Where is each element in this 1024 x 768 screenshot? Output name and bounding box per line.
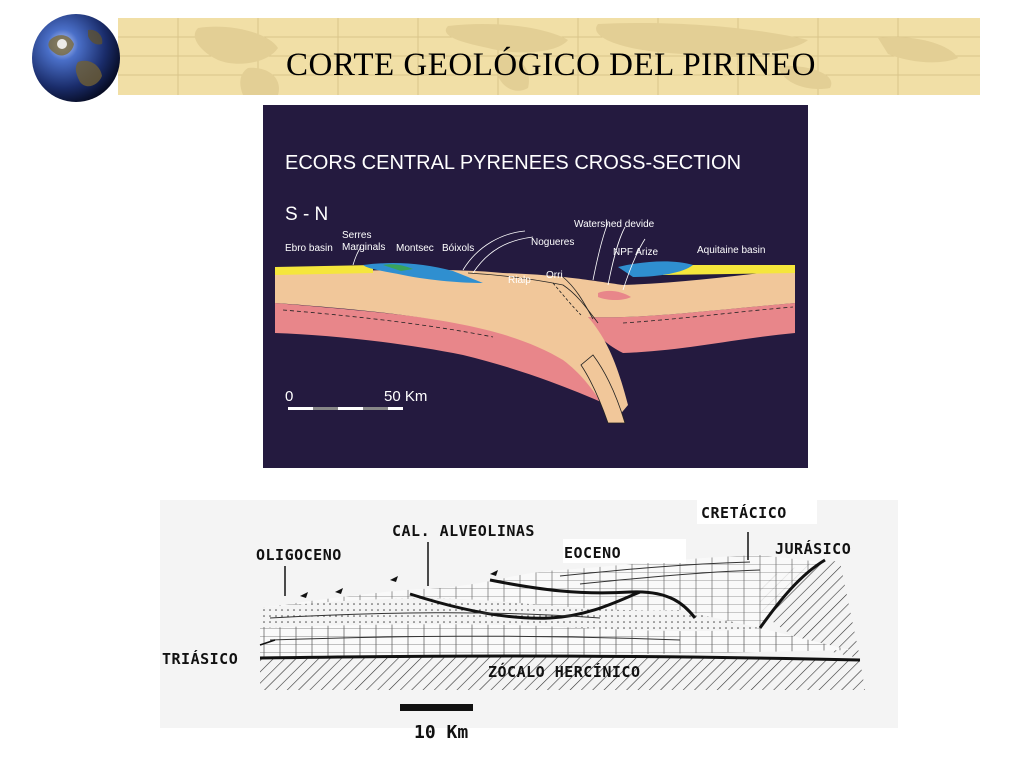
thrust-arrows	[300, 570, 498, 598]
axial-zone-pink	[598, 290, 631, 300]
lower-crust-south	[275, 303, 608, 405]
lower-limestone	[260, 624, 850, 658]
label-nogueres: Nogueres	[531, 237, 575, 248]
middle-sand-layer	[260, 598, 760, 632]
slide-title: CORTE GEOLÓGICO DEL PIRINEO	[286, 47, 816, 83]
label-ebro-basin: Ebro basin	[285, 243, 333, 254]
label-cretacico: CRETÁCICO	[701, 504, 787, 522]
upper-layers	[260, 555, 820, 628]
bedding-lines	[269, 561, 761, 641]
scale-zero-label: 0	[285, 388, 294, 405]
eoceno-label-box	[563, 539, 686, 563]
ecors-title: ECORS CENTRAL PYRENEES CROSS-SECTION	[285, 152, 742, 174]
label-orri: Orri	[546, 270, 563, 281]
thrust-faults	[352, 222, 646, 291]
sediment-green	[383, 264, 413, 271]
basement-hatch	[260, 657, 865, 690]
label-triasico: TRIÁSICO	[162, 650, 239, 668]
label-eoceno: EOCENO	[564, 544, 622, 562]
foreland-yellow-north	[663, 265, 795, 275]
sketch-section-drawing	[259, 532, 865, 690]
cretacico-label-box	[697, 500, 817, 524]
lower-crust-north	[588, 303, 795, 353]
label-serres: Serres	[342, 230, 372, 241]
foreland-yellow-south	[275, 265, 373, 275]
scale-bar-10km	[400, 704, 473, 711]
label-oligoceno: OLIGOCENO	[256, 546, 342, 564]
label-cal-alveolinas: CAL. ALVEOLINAS	[392, 522, 535, 540]
label-montsec: Montsec	[396, 243, 434, 254]
globe-icon	[32, 14, 120, 102]
orientation-label: S - N	[285, 204, 329, 225]
label-aquitaine-basin: Aquitaine basin	[697, 245, 766, 256]
ecors-section-drawing	[275, 222, 795, 424]
sketch-cross-section-panel: OLIGOCENO CAL. ALVEOLINAS EOCENO CRETÁCI…	[160, 500, 898, 728]
label-jurasico: JURÁSICO	[775, 540, 852, 558]
title-banner: CORTE GEOLÓGICO DEL PIRINEO	[118, 18, 980, 95]
slab-tip	[580, 354, 626, 424]
sediments-north	[618, 261, 693, 277]
ecors-cross-section-panel: ECORS CENTRAL PYRENEES CROSS-SECTION S -…	[263, 105, 808, 468]
scale-bar-50km	[288, 407, 403, 410]
world-map-background	[118, 18, 980, 95]
label-boixols: Bóixols	[442, 243, 475, 254]
label-npf-arize: NPF Arize	[613, 247, 659, 258]
label-rialp: Rialp	[508, 275, 531, 286]
scale-10km-label: 10 Km	[414, 722, 469, 743]
internal-structure	[282, 272, 794, 338]
scale-50km-label: 50 Km	[384, 388, 428, 405]
label-zocalo: ZÓCALO HERCÍNICO	[488, 663, 641, 681]
crust-main	[275, 269, 795, 423]
label-marginals: Marginals	[342, 242, 386, 253]
label-watershed: Watershed devide	[574, 219, 655, 230]
main-thrusts	[259, 558, 861, 662]
label-leaders	[259, 532, 749, 646]
